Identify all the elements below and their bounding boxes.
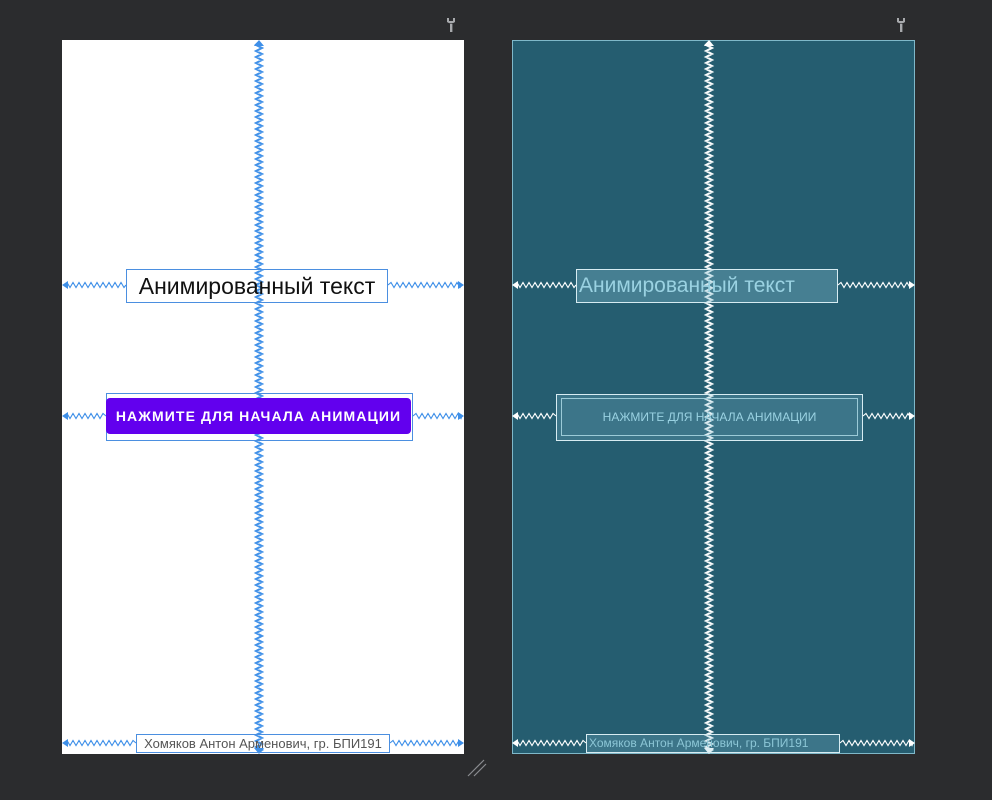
author-text-view[interactable]: Хомяков Антон Арменович, гр. БПИ191 xyxy=(586,734,840,753)
start-animation-button[interactable]: НАЖМИТЕ ДЛЯ НАЧАЛА АНИМАЦИИ xyxy=(561,398,858,436)
animated-text-view[interactable]: Анимированный текст xyxy=(576,269,838,303)
design-surface[interactable]: Анимированный текст НАЖМИТЕ ДЛЯ НАЧАЛА А… xyxy=(62,40,464,754)
constraint-lines xyxy=(62,40,464,754)
animated-text-view[interactable]: Анимированный текст xyxy=(126,269,388,303)
author-text-view[interactable]: Хомяков Антон Арменович, гр. БПИ191 xyxy=(136,734,390,753)
wrench-icon[interactable] xyxy=(445,17,457,33)
start-animation-button[interactable]: НАЖМИТЕ ДЛЯ НАЧАЛА АНИМАЦИИ xyxy=(106,398,411,434)
resize-handle-icon[interactable] xyxy=(466,758,488,778)
wrench-icon[interactable] xyxy=(895,17,907,33)
constraint-lines xyxy=(512,40,915,754)
blueprint-surface[interactable]: Анимированный текст НАЖМИТЕ ДЛЯ НАЧАЛА А… xyxy=(512,40,915,754)
start-button-bounds xyxy=(556,394,863,441)
